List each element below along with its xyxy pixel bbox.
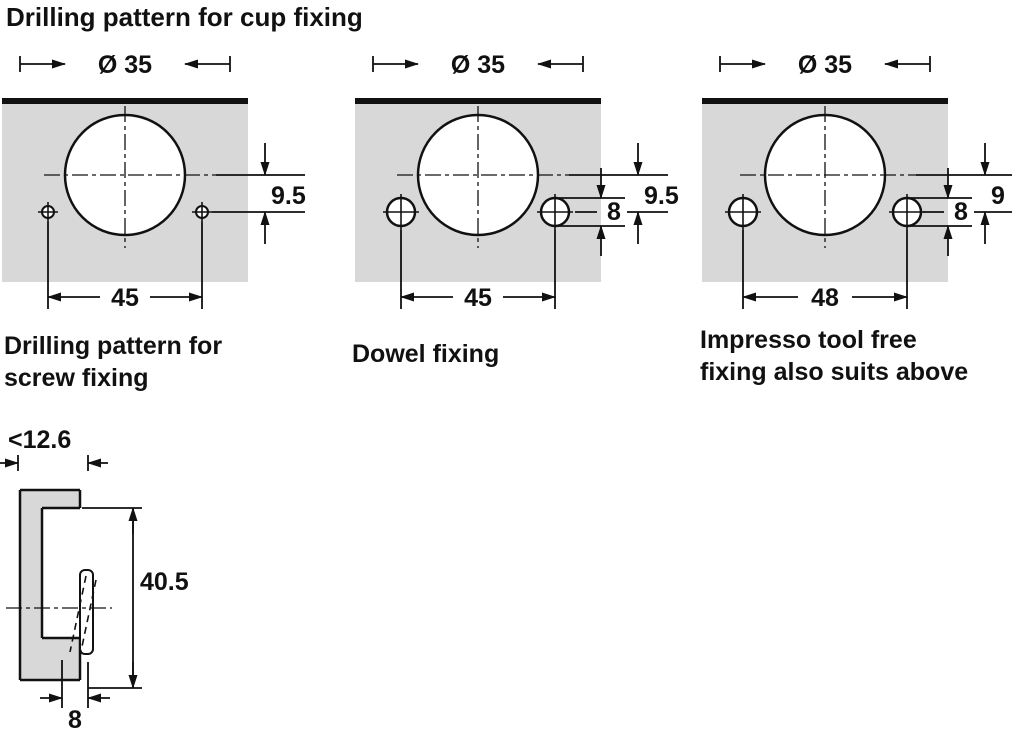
cup-diameter-dimension: Ø 35 [19, 51, 231, 79]
spacing-dimension: 45 [47, 222, 203, 312]
dowel-diameter-label: 8 [607, 198, 621, 226]
caption-line: Drilling pattern for [4, 332, 223, 360]
lip-offset-dimension: 8 [40, 660, 110, 730]
caption-line: Impresso tool free [700, 326, 917, 354]
caption-screw-fixing: Drilling pattern for screw fixing [4, 330, 222, 394]
dowel-diameter-dimension: 8 [907, 168, 972, 256]
offset-dimension: 9.5 [569, 143, 679, 244]
cup-diameter-label: Ø 35 [798, 51, 852, 79]
offset-dimension: 9 [916, 143, 1012, 244]
height-label: 40.5 [140, 568, 189, 596]
lip-offset-label: 8 [68, 706, 82, 730]
impresso-fixing-diagram: Ø 35 8 9 48 [702, 51, 1012, 312]
cup-diameter-label: Ø 35 [451, 51, 505, 79]
screw-hole-right [192, 202, 212, 222]
spacing-label: 45 [464, 284, 492, 312]
door-outline [18, 488, 82, 682]
caption-line: screw fixing [4, 364, 149, 392]
spacing-label: 45 [111, 284, 139, 312]
cup-diameter-dimension: Ø 35 [719, 51, 931, 79]
dowel-diameter-label: 8 [954, 198, 968, 226]
offset-label: 9 [991, 182, 1005, 210]
hinge-cup-lip [79, 569, 94, 655]
caption-line: fixing also suits above [700, 358, 969, 386]
screw-hole-left [38, 202, 58, 222]
centerlines [740, 106, 916, 248]
offset-label: 9.5 [644, 182, 679, 210]
thickness-dimension: <12.6 [0, 426, 108, 471]
dowel-hole-left [725, 194, 761, 230]
caption-line: Dowel fixing [352, 340, 500, 368]
cup-bore [42, 508, 81, 638]
spacing-dimension: 45 [400, 230, 556, 312]
cup-diameter-dimension: Ø 35 [372, 51, 584, 79]
spacing-dimension: 48 [742, 230, 908, 312]
thickness-label: <12.6 [8, 426, 71, 454]
dowel-hole-left [383, 194, 419, 230]
centerlines [397, 106, 569, 248]
caption-dowel-fixing: Dowel fixing [352, 338, 499, 370]
offset-label: 9.5 [271, 182, 306, 210]
centerlines [44, 106, 216, 248]
height-dimension: 40.5 [82, 507, 189, 689]
spacing-label: 48 [811, 284, 839, 312]
cup-diameter-label: Ø 35 [98, 51, 152, 79]
offset-dimension: 9.5 [212, 143, 306, 244]
caption-impresso-fixing: Impresso tool free fixing also suits abo… [700, 324, 968, 388]
dowel-fixing-diagram: Ø 35 8 9.5 45 [355, 51, 679, 312]
screw-fixing-diagram: Ø 35 9.5 45 [2, 51, 306, 312]
hinge-cup-hidden-lines [69, 575, 97, 657]
side-view-diagram: <12.6 [0, 426, 189, 730]
dowel-diameter-dimension: 8 [555, 168, 625, 256]
page-title: Drilling pattern for cup fixing [6, 2, 363, 32]
